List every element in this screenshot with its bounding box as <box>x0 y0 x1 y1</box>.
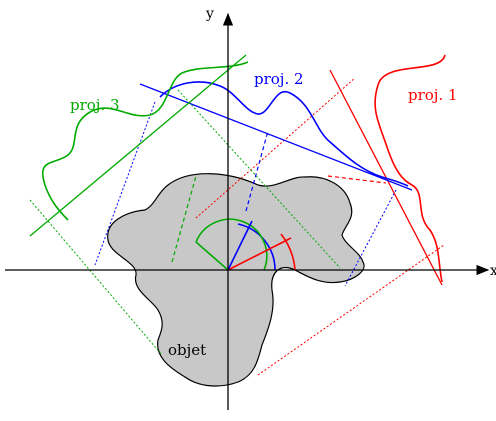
angle-arc-green <box>195 218 268 271</box>
proj-1-curve <box>374 54 446 283</box>
proj-3-rays <box>29 89 341 356</box>
proj-1-rays <box>195 77 445 376</box>
proj-3-label: proj. 3 <box>70 96 120 114</box>
x-axis-label: x <box>490 263 496 279</box>
proj-3-offset-dashed <box>171 175 197 263</box>
proj-2-label: proj. 2 <box>254 70 304 88</box>
object-shape <box>107 173 365 387</box>
angle-ray-green <box>195 241 229 271</box>
angle-ray-blue <box>227 220 253 271</box>
proj-3-curve <box>41 61 249 221</box>
object-label: objet <box>168 341 206 359</box>
proj-2-detector-line <box>139 83 413 191</box>
angle-arc-blue <box>237 223 276 271</box>
proj-2-rays <box>94 101 397 287</box>
proj-1-label: proj. 1 <box>408 86 458 104</box>
proj-2-curve <box>159 81 409 187</box>
angle-arc-red <box>280 233 296 271</box>
y-axis-label: y <box>205 6 214 22</box>
proj-3-detector-line <box>29 54 247 237</box>
proj-1-offset-dashed <box>327 175 387 184</box>
angle-ray-red <box>227 237 292 271</box>
